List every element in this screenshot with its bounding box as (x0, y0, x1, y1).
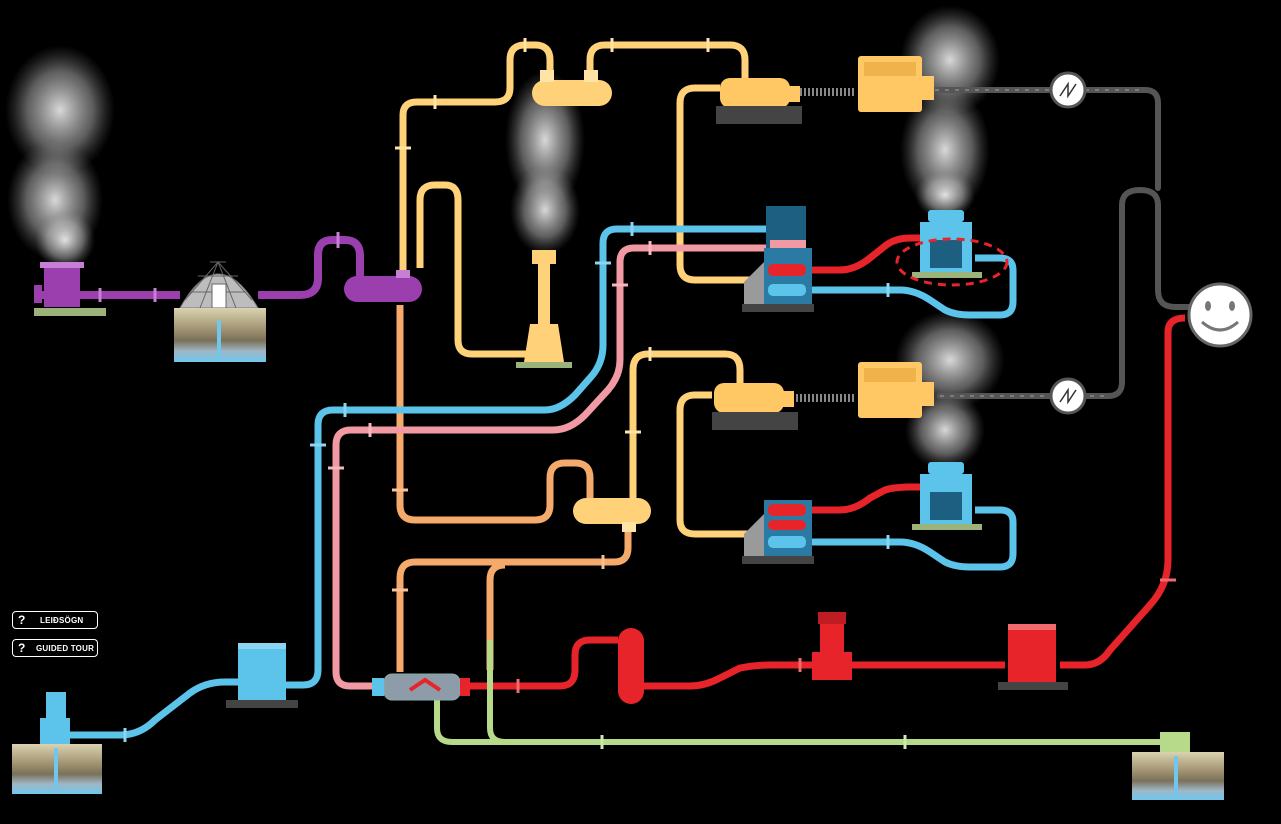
red-pipes (465, 234, 1186, 690)
power-lines (932, 87, 1193, 399)
heat-exchanger-1[interactable] (742, 206, 814, 312)
reinjection-well[interactable] (1132, 732, 1224, 800)
guided-tour-label: GUIDED TOUR (36, 643, 95, 653)
pink-pipes (332, 244, 770, 690)
geodesic-dome-well[interactable] (174, 260, 266, 362)
steam-plumes (5, 5, 1005, 470)
deaerator-tank[interactable] (618, 628, 644, 704)
icelandic-tour-button[interactable]: ? LEIÐSÖGN (12, 611, 98, 629)
steam-separator[interactable] (344, 270, 422, 302)
generator-2[interactable] (858, 362, 934, 418)
icelandic-tour-label: LEIÐSÖGN (40, 615, 84, 625)
guided-tour-button[interactable]: ? GUIDED TOUR (12, 639, 98, 657)
green-pipes (434, 640, 1160, 745)
hot-water-storage-tank[interactable] (998, 624, 1068, 690)
lightning-meter-icon (1049, 71, 1087, 109)
generator-1[interactable] (858, 56, 934, 112)
cold-water-well[interactable] (12, 692, 102, 794)
help-icon: ? (18, 613, 26, 627)
steam-exhaust-silencer[interactable] (516, 250, 572, 368)
turbine-1[interactable] (716, 78, 855, 124)
heat-exchanger-2[interactable] (742, 500, 814, 564)
hot-water-pump[interactable] (812, 612, 852, 680)
lightning-meter-icon (1049, 377, 1087, 415)
turbine-2[interactable] (712, 383, 855, 430)
orange-pipes (396, 305, 632, 672)
help-icon: ? (18, 641, 26, 655)
cold-water-tank[interactable] (226, 643, 298, 708)
cooling-tower-1[interactable] (912, 210, 982, 278)
yellow-pipes (399, 41, 752, 538)
moisture-separator-top[interactable] (532, 70, 612, 106)
district-heat-exchanger[interactable] (372, 673, 470, 701)
moisture-separator-bottom[interactable] (573, 498, 651, 532)
production-wellhead[interactable] (34, 262, 106, 316)
cooling-tower-2[interactable] (912, 462, 982, 530)
smiley-face-icon[interactable] (1187, 282, 1253, 348)
blue-pipes (60, 225, 1017, 739)
dashed-ellipse (895, 237, 1009, 287)
pipe-flanges (98, 38, 1176, 749)
